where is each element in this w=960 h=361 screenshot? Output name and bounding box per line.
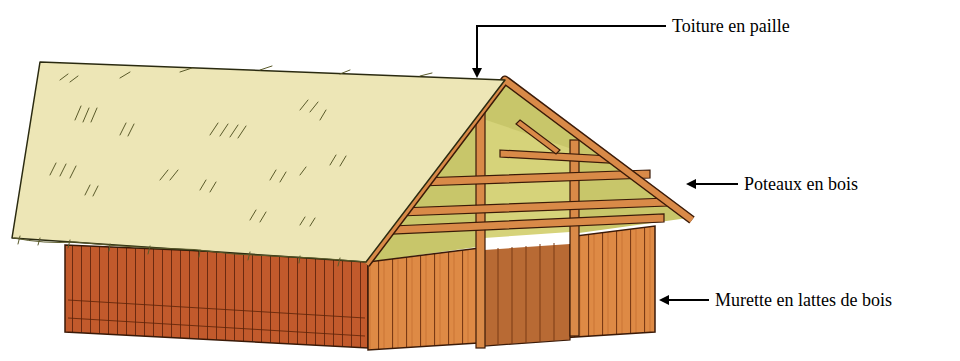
part-label: Toiture en paille xyxy=(672,15,790,37)
leader-arrow xyxy=(688,183,738,185)
straw-texture xyxy=(14,66,432,266)
door-gap xyxy=(484,232,570,250)
thatched-roof xyxy=(12,62,505,262)
part-label: Poteaux en bois xyxy=(744,173,858,195)
door-opening xyxy=(484,238,570,346)
leader-arrow xyxy=(661,299,709,301)
wall-ties xyxy=(68,300,365,336)
leader-arrow xyxy=(477,26,666,76)
side-wall xyxy=(65,245,368,348)
part-label: Murette en lattes de bois xyxy=(715,289,892,311)
wooden-post xyxy=(570,140,579,336)
front-wall xyxy=(368,226,655,350)
door-laths xyxy=(498,243,554,345)
